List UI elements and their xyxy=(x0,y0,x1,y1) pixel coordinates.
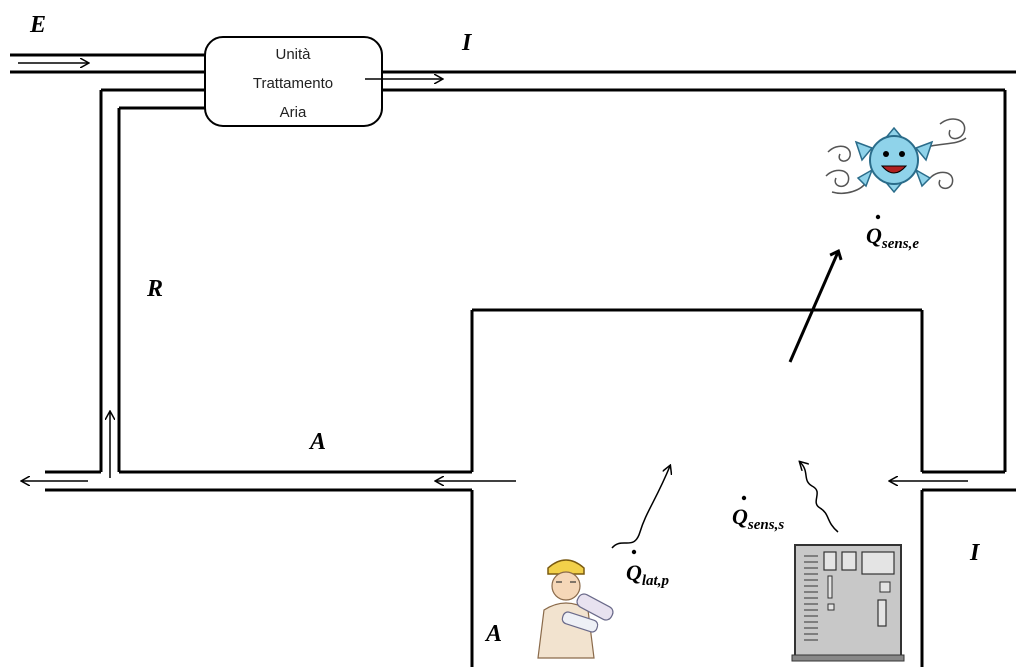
snowflake-character-icon xyxy=(825,118,967,194)
uta-line-3: Aria xyxy=(280,104,307,121)
q-dot xyxy=(631,549,637,555)
svg-text:Qsens,e: Qsens,e xyxy=(866,223,919,252)
uta-line-2: Trattamento xyxy=(253,75,333,92)
outdoor-air-intake-duct xyxy=(10,53,205,74)
q-lat-p-label: Qlat,p xyxy=(626,549,669,589)
label-A-bottom: A xyxy=(484,621,502,647)
svg-text:Qlat,p: Qlat,p xyxy=(626,560,669,589)
q-dot xyxy=(741,495,747,501)
electrical-cabinet-icon xyxy=(791,544,905,662)
label-E: E xyxy=(29,12,46,38)
exhaust-and-extract-duct xyxy=(45,470,472,492)
label-A-mid: A xyxy=(308,429,326,455)
cabinet-vent-slats xyxy=(804,555,818,641)
worker-with-blueprints-icon xyxy=(537,559,614,659)
label-R: R xyxy=(146,276,163,302)
label-I-right: I xyxy=(969,540,981,566)
q-sens-e-arrow xyxy=(788,252,838,363)
q-lat-p-arrow xyxy=(611,466,670,549)
return-duct xyxy=(99,88,205,472)
label-I-top: I xyxy=(461,30,473,56)
supply-duct xyxy=(382,70,1016,472)
q-dot xyxy=(875,214,881,220)
q-sens-s-arrow xyxy=(800,462,839,533)
room-walls xyxy=(470,308,1016,667)
svg-text:Qsens,s: Qsens,s xyxy=(732,504,784,533)
air-handling-unit: Unità Trattamento Aria xyxy=(204,36,383,127)
flow-arrows xyxy=(18,63,968,481)
uta-line-1: Unità xyxy=(275,46,311,63)
q-sens-e-label: Qsens,e xyxy=(866,214,919,252)
q-sens-s-label: Qsens,s xyxy=(732,495,784,533)
